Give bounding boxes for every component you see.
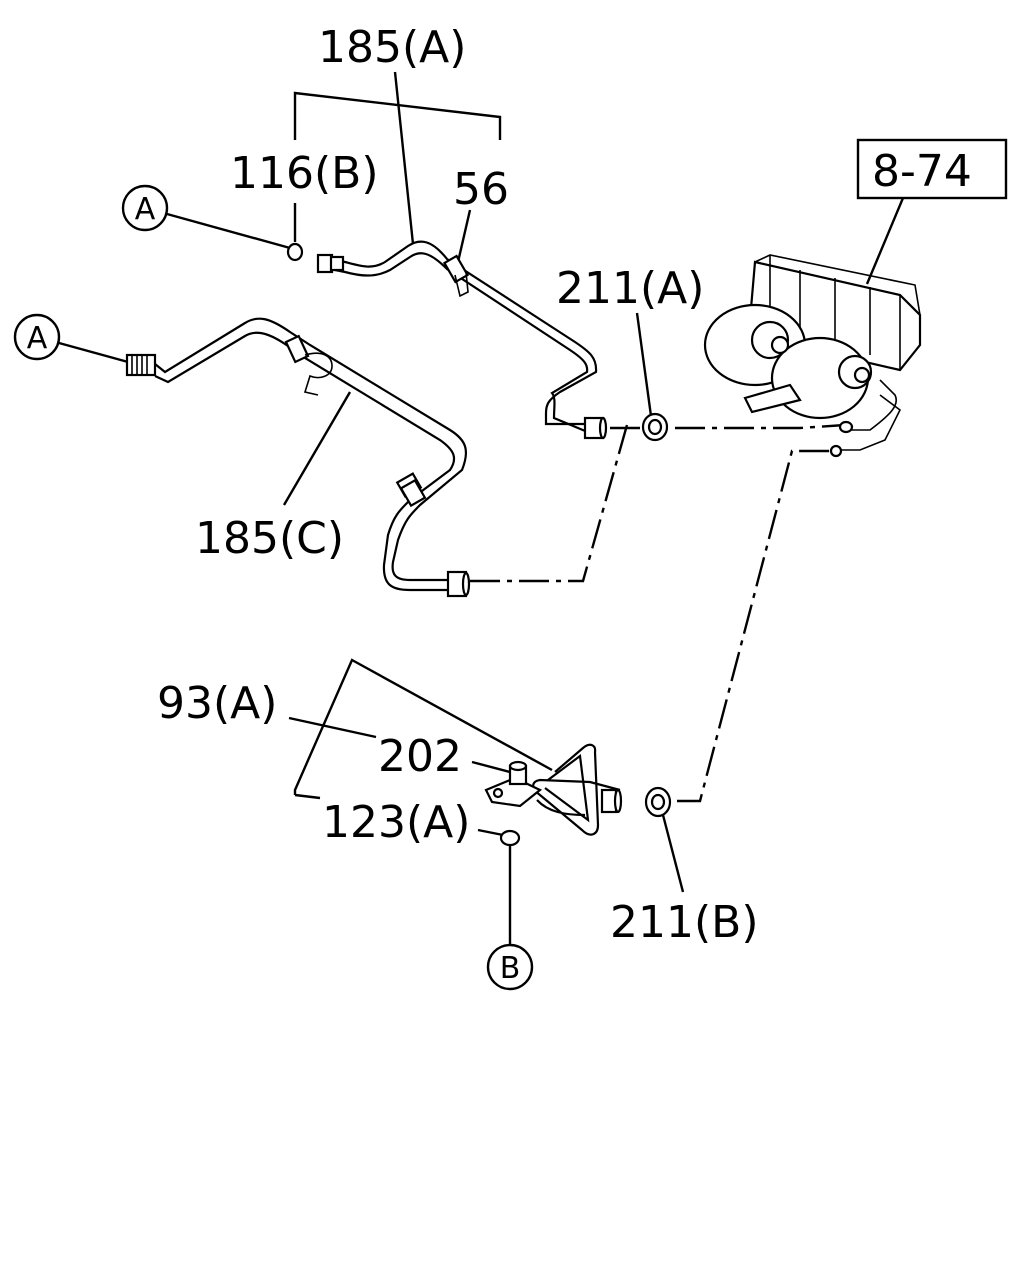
marker-a-left: A: [13, 313, 61, 361]
label-202: 202: [378, 731, 462, 782]
pressure-switch-202: [484, 760, 543, 808]
svg-text:A: A: [27, 321, 48, 356]
label-211a: 211(A): [556, 263, 704, 314]
label-185a: 185(A): [318, 22, 466, 73]
receiver-bracket: [532, 743, 623, 836]
marker-a-top: A: [121, 184, 169, 232]
svg-text:A: A: [135, 192, 156, 227]
label-185c: 185(C): [195, 513, 344, 564]
label-56: 56: [453, 164, 509, 215]
o-ring-116b: [286, 242, 304, 262]
seal-211b: [644, 786, 672, 818]
pipe-185c: [125, 317, 471, 598]
leader-lines: [58, 71, 905, 945]
label-123a: 123(A): [322, 797, 470, 848]
svg-text:B: B: [500, 951, 521, 986]
label-211b: 211(B): [610, 897, 759, 948]
marker-b-bottom: B: [486, 943, 534, 991]
label-8-74: 8-74: [872, 146, 972, 197]
pipe-185a: [316, 240, 608, 440]
heater-unit: [703, 254, 922, 458]
connection-lines: [470, 423, 846, 803]
o-ring-123a: [499, 829, 521, 847]
seal-211a: [641, 412, 669, 442]
label-93a: 93(A): [157, 678, 277, 729]
reference-box-8-74: 8-74: [856, 138, 1008, 200]
label-116b: 116(B): [230, 148, 379, 199]
